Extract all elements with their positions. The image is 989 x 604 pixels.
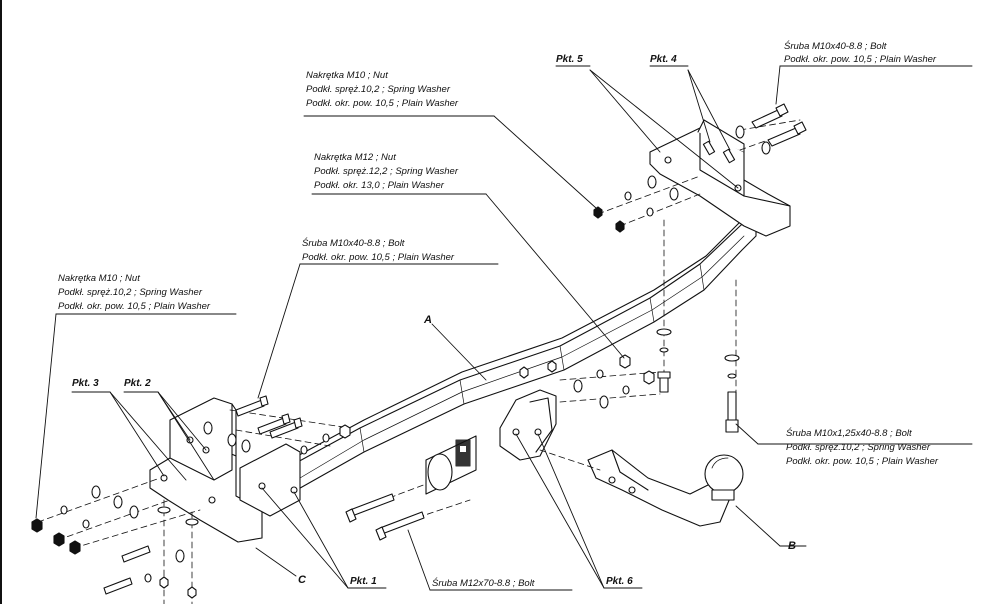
callout-pkt-5: Pkt. 5 xyxy=(556,54,583,65)
dashed-lines xyxy=(37,119,801,604)
right-bracket xyxy=(649,119,791,237)
ball-hanger-plate xyxy=(499,389,557,461)
part-letter-a: A xyxy=(424,314,432,326)
label-right-lower-line3: Podkł. okr. pow. 10,5 ; Plain Washer xyxy=(786,456,939,467)
ball-coupling-b xyxy=(587,449,744,527)
label-top-right-line1: Śruba M10x40-8.8 ; Bolt xyxy=(784,41,887,52)
callout-pkt-2: Pkt. 2 xyxy=(124,378,151,389)
callout-pkt-6: Pkt. 6 xyxy=(606,576,633,587)
fasteners-top-right xyxy=(593,103,807,233)
label-top-middle-line3: Podkł. okr. pow. 10,5 ; Plain Washer xyxy=(306,98,459,109)
label-left-line1: Nakrętka M10 ; Nut xyxy=(58,273,140,284)
label-plate xyxy=(425,435,477,495)
label-center-bolt-line1: Śruba M10x40-8.8 ; Bolt xyxy=(302,238,405,249)
fasteners-middle xyxy=(519,354,655,409)
label-top-middle-line2: Podkł. spręż.10,2 ; Spring Washer xyxy=(306,84,450,95)
callout-pkt-1: Pkt. 1 xyxy=(350,576,377,587)
label-right-lower-line2: Podkł. spręż.10,2 ; Spring Washer xyxy=(786,442,930,453)
label-left-line3: Podkł. okr. pow. 10,5 ; Plain Washer xyxy=(58,301,211,312)
label-top-middle-line1: Nakrętka M10 ; Nut xyxy=(306,70,388,81)
label-left-line2: Podkł. spręż.10,2 ; Spring Washer xyxy=(58,287,202,298)
fasteners-right-lower xyxy=(656,328,740,433)
label-center-bolt-line2: Podkł. okr. pow. 10,5 ; Plain Washer xyxy=(302,252,455,263)
fasteners-left xyxy=(31,395,351,599)
label-middle-line2: Podkł. spręż.12,2 ; Spring Washer xyxy=(314,166,458,177)
bottom-bolts xyxy=(345,493,425,541)
leader-lines xyxy=(35,65,973,591)
part-letter-b: B xyxy=(788,540,796,552)
label-middle-line3: Podkł. okr. 13,0 ; Plain Washer xyxy=(314,180,444,191)
label-bottom-bolt: Śruba M12x70-8.8 ; Bolt xyxy=(432,578,535,589)
part-letter-c: C xyxy=(298,574,306,586)
callout-pkt-4: Pkt. 4 xyxy=(650,54,677,65)
label-middle-line1: Nakrętka M12 ; Nut xyxy=(314,152,396,163)
callout-pkt-3: Pkt. 3 xyxy=(72,378,99,389)
main-beam-a xyxy=(282,211,757,497)
label-top-right-line2: Podkł. okr. pow. 10,5 ; Plain Washer xyxy=(784,54,937,65)
left-bracket xyxy=(149,397,301,543)
label-right-lower-line1: Śruba M10x1,25x40-8.8 ; Bolt xyxy=(786,428,912,439)
